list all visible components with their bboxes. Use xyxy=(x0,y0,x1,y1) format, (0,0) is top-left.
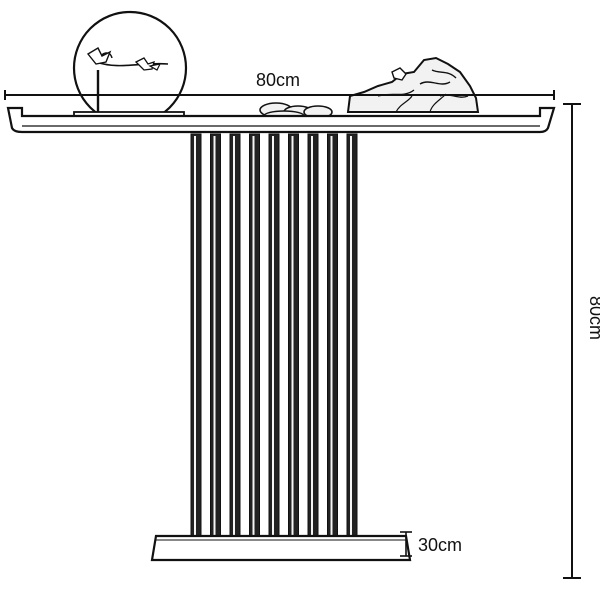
rock-sculpture-ornament xyxy=(346,56,480,113)
width-label: 80cm xyxy=(256,70,300,90)
height-label: 80cm xyxy=(586,296,600,340)
height-dimension: 80cm xyxy=(563,103,600,579)
moon-ornament xyxy=(72,10,188,126)
width-dimension: 80cm xyxy=(4,70,555,100)
vertical-bars xyxy=(190,133,358,553)
depth-label: 30cm xyxy=(418,535,462,555)
depth-dimension: 30cm xyxy=(400,531,462,557)
base-block xyxy=(150,534,412,562)
tabletop xyxy=(6,106,556,134)
